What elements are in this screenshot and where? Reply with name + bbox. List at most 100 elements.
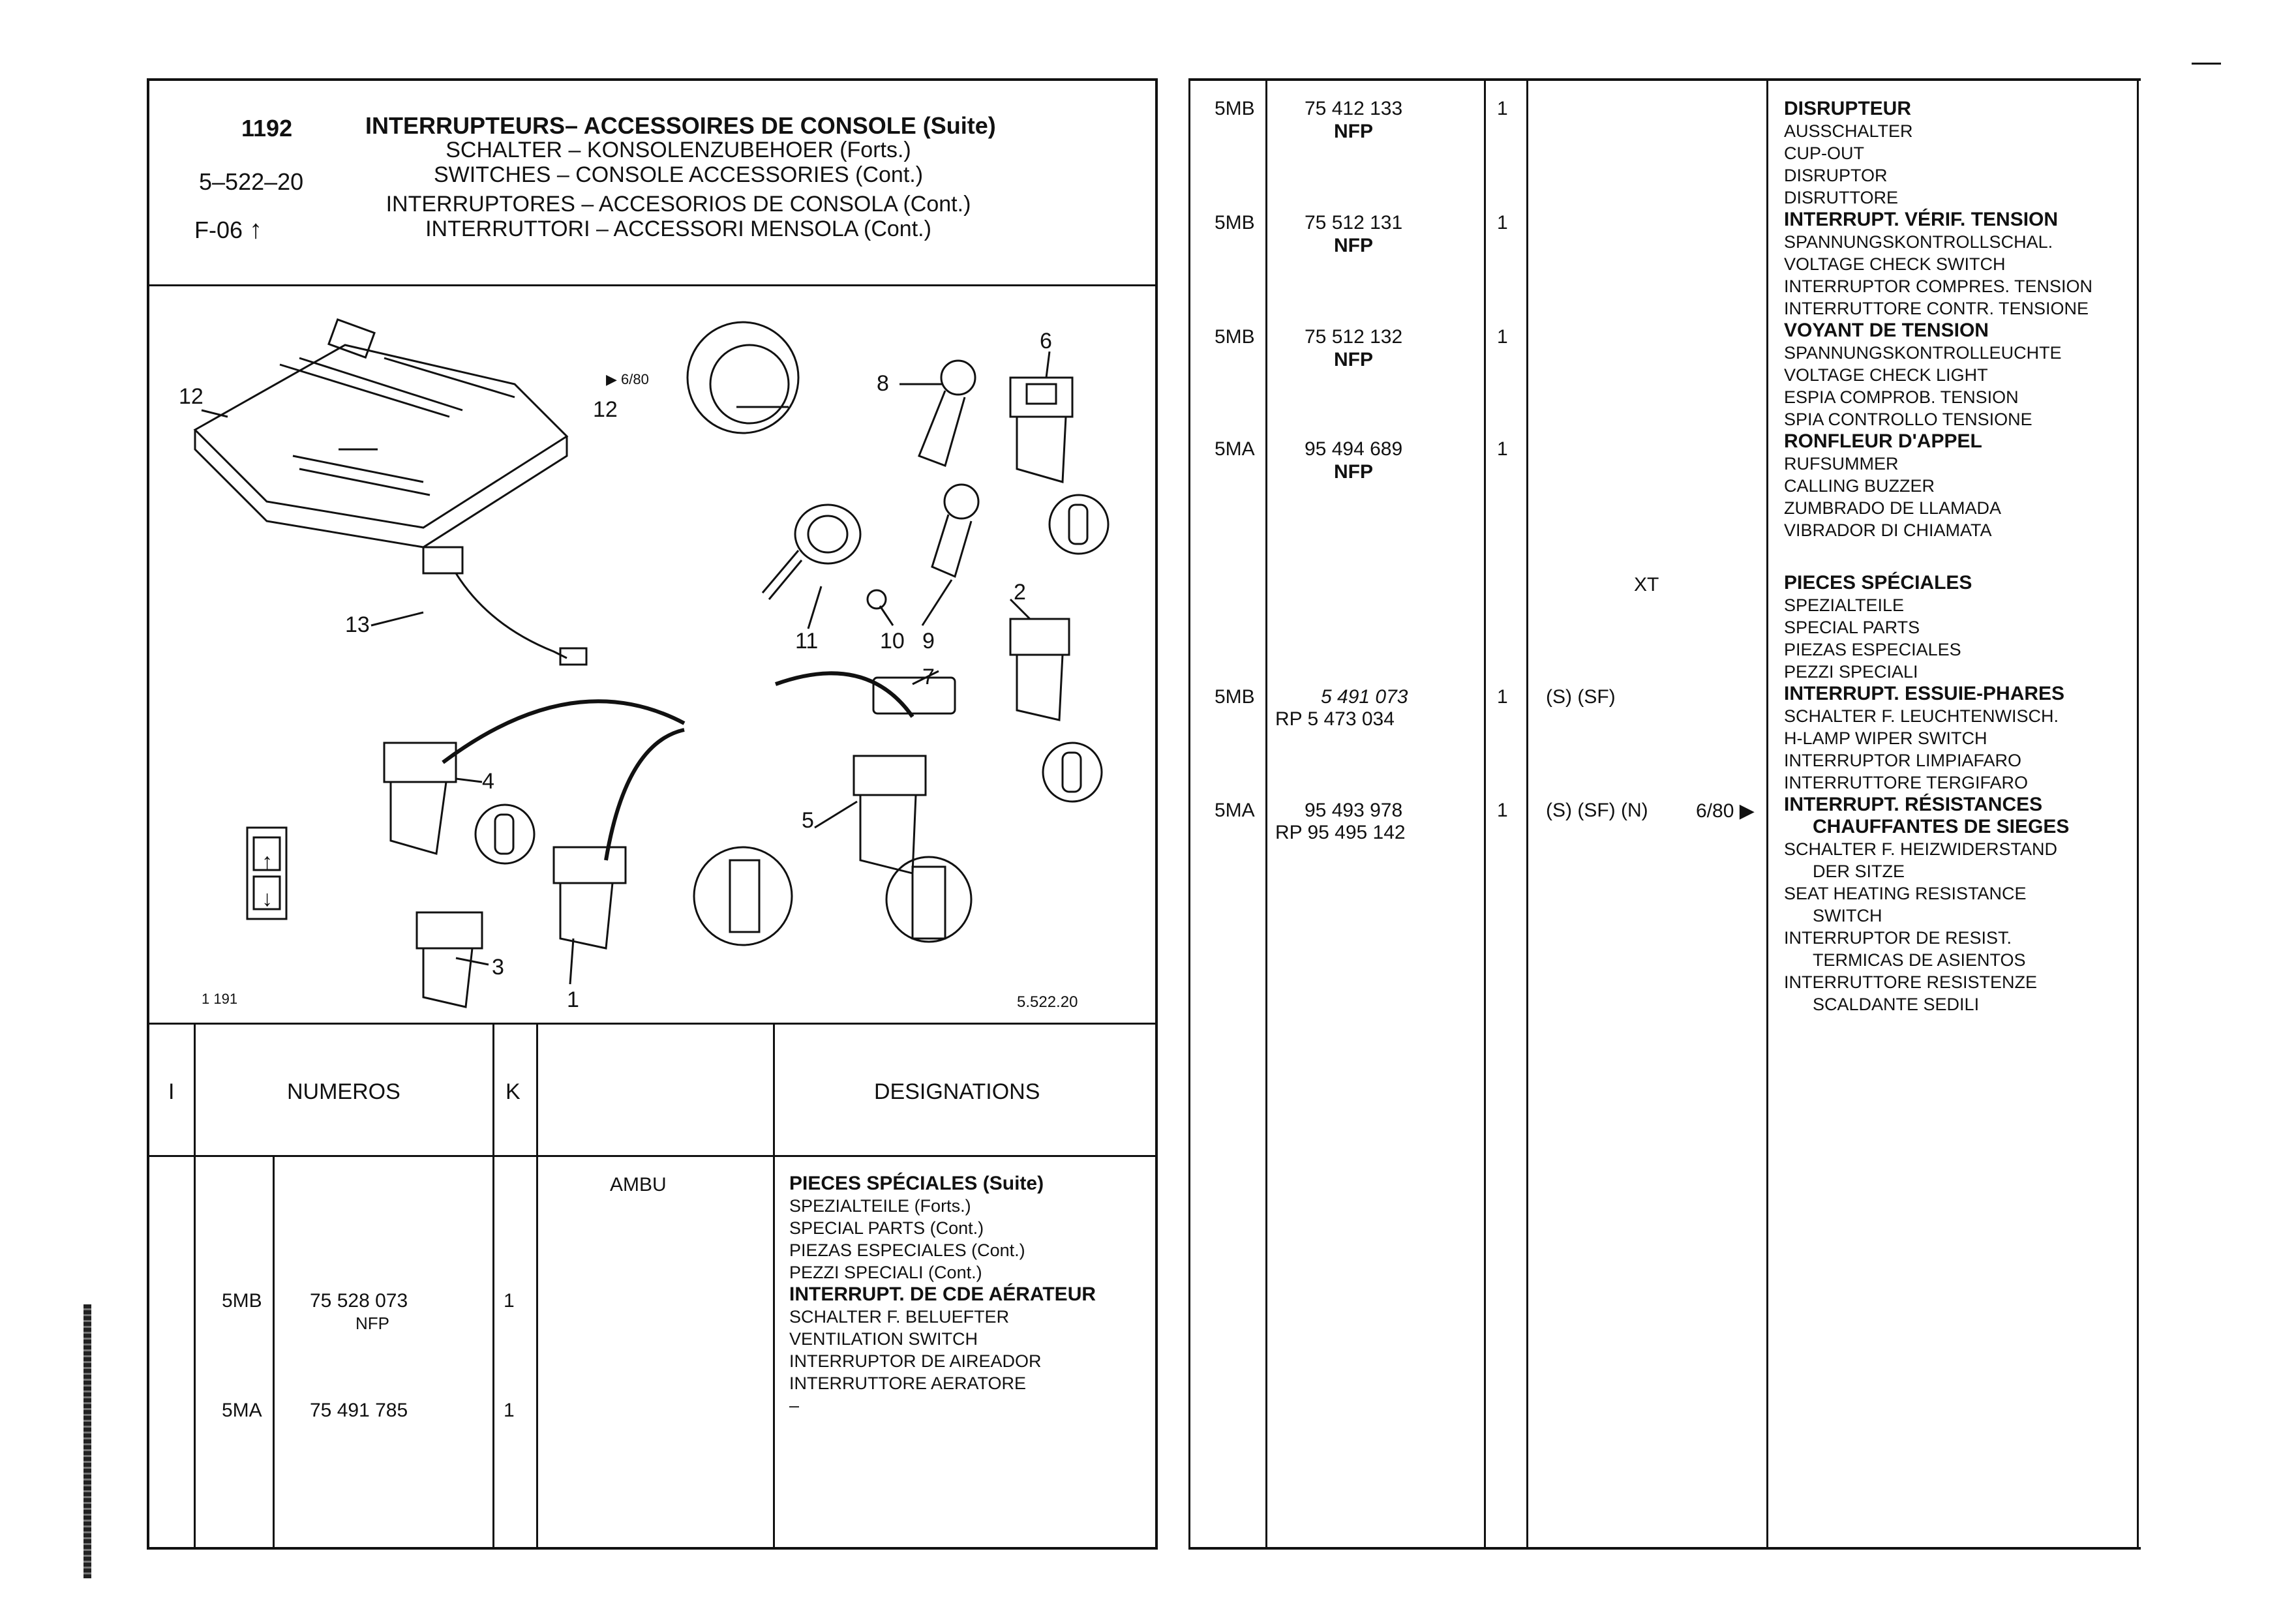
row-sub: NFP — [1334, 349, 1373, 370]
desc-line: – — [789, 1396, 800, 1415]
row-code: 5MA — [1215, 438, 1255, 460]
row-number: 75 491 785 — [310, 1400, 408, 1421]
desc-line: INTERRUPT. DE CDE AÉRATEUR — [789, 1284, 1096, 1305]
col-line-code — [273, 1155, 275, 1549]
desc-line: INTERRUTTORE CONTR. TENSIONE — [1784, 299, 2089, 318]
figure-code: F-06 — [194, 217, 243, 243]
round-cover-drawing — [686, 321, 800, 434]
frame-left — [147, 78, 149, 1549]
desc-line: RONFLEUR D'APPEL — [1784, 430, 1982, 452]
row-qty: 1 — [1497, 438, 1508, 460]
col-line-r1 — [1265, 78, 1267, 1549]
row-code: 5MB — [1215, 212, 1255, 233]
switch-3-drawing — [415, 911, 483, 1008]
frame-top-left — [147, 78, 1158, 81]
group-desc: PIECES SPÉCIALES (Suite) SPEZIALTEILE (F… — [789, 1173, 1044, 1284]
desc-line: INTERRUPTOR DE AIREADOR — [789, 1351, 1042, 1371]
frame-mid-left — [1155, 78, 1158, 1549]
row-qty: 1 — [1497, 800, 1508, 821]
row-code: 5MA — [1215, 800, 1255, 821]
row-sub: NFP — [355, 1314, 389, 1333]
desc-line: SPANNUNGSKONTROLLSCHAL. — [1784, 232, 2053, 252]
desc-line: DISRUPTOR — [1784, 166, 1888, 185]
row-desc: PIECES SPÉCIALES SPEZIALTEILE SPECIAL PA… — [1784, 572, 2069, 1015]
col-line-r4 — [1766, 78, 1768, 1549]
ref-right: 5.522.20 — [1017, 993, 1078, 1011]
frame-bottom-left — [147, 1547, 1158, 1550]
desc-line: PIEZAS ESPECIALES (Cont.) — [789, 1240, 1025, 1260]
desc-line: PEZZI SPECIALI (Cont.) — [789, 1263, 982, 1282]
title-fr: INTERRUPTEURS– ACCESSOIRES DE CONSOLE (S… — [365, 112, 996, 139]
row-qty: 1 — [504, 1290, 515, 1312]
col-line-r3 — [1526, 78, 1528, 1549]
callout-9: 9 — [922, 629, 935, 653]
cable-drawing — [422, 546, 588, 666]
desc-line: SPEZIALTEILE (Forts.) — [789, 1196, 971, 1216]
desc-line: VENTILATION SWITCH — [789, 1329, 978, 1349]
desc-line: CUP-OUT — [1784, 143, 1864, 163]
frame-top-right — [1188, 78, 2141, 81]
row-code: 5MB — [1215, 686, 1255, 708]
callout-7: 7 — [922, 665, 935, 689]
title-es: INTERRUPTORES – ACCESORIOS DE CONSOLA (C… — [385, 192, 971, 217]
figure-ref: F-06 ↑ — [194, 215, 262, 245]
row-desc: DISRUPTEUR AUSSCHALTER CUP-OUT DISRUPTOR… — [1784, 98, 2092, 541]
row-model: (S) (SF) — [1546, 686, 1616, 708]
row-model: (S) (SF) (N) — [1546, 800, 1648, 821]
arrow-up-icon: ↑ — [249, 215, 263, 244]
col-header-numeros: NUMEROS — [287, 1079, 400, 1104]
desc-line: SWITCH — [1813, 906, 1882, 925]
col-line-r2 — [1484, 78, 1486, 1549]
date-note: 6/80 ▶ — [1696, 800, 1755, 822]
row-sub: NFP — [1334, 121, 1373, 142]
date-note-illustration: ▶ 6/80 — [606, 371, 649, 387]
desc-line: SPEZIALTEILE — [1784, 595, 1905, 615]
desc-line: RUFSUMMER — [1784, 454, 1899, 473]
callout-3: 3 — [492, 955, 504, 980]
row-qty: 1 — [504, 1400, 515, 1421]
col-header-k: K — [506, 1079, 521, 1104]
arrow-down-icon: ↓ — [262, 886, 273, 911]
desc-line: CHAUFFANTES DE SIEGES — [1813, 816, 2070, 837]
desc-line: SCHALTER F. LEUCHTENWISCH. — [1784, 706, 2059, 726]
row-number: 95 494 689 — [1305, 438, 1403, 460]
desc-line: TERMICAS DE ASIENTOS — [1813, 950, 2026, 970]
desc-line: INTERRUPT. ESSUIE-PHARES — [1784, 683, 2065, 704]
callout-13: 13 — [345, 612, 370, 637]
row-qty: 1 — [1497, 686, 1508, 708]
row-number: 5 491 073 — [1321, 686, 1408, 708]
row-code: 5MB — [222, 1290, 262, 1312]
desc-line: INTERRUPTOR COMPRES. TENSION — [1784, 277, 2093, 296]
switch-1-drawing — [474, 804, 793, 950]
row-code: 5MB — [1215, 98, 1255, 119]
title-it: INTERRUTTORI – ACCESSORI MENSOLA (Cont.) — [425, 217, 931, 241]
desc-line: SEAT HEATING RESISTANCE — [1784, 884, 2027, 903]
switch-5-drawing — [853, 755, 973, 943]
col-line-i — [194, 1024, 196, 1549]
col-line-num — [492, 1024, 494, 1549]
row-sub: NFP — [1334, 461, 1373, 483]
desc-line: H-LAMP WIPER SWITCH — [1784, 728, 1987, 748]
desc-line: INTERRUTTORE AERATORE — [789, 1374, 1027, 1393]
col-header-i: I — [168, 1079, 175, 1104]
row-sub: RP 95 495 142 — [1275, 822, 1406, 843]
binding-strip — [83, 1304, 91, 1578]
callout-12a: 12 — [179, 384, 204, 409]
frame-right — [2137, 78, 2139, 1549]
desc-line: VOYANT DE TENSION — [1784, 320, 1989, 341]
callout-5: 5 — [802, 808, 814, 833]
row-number: 75 512 131 — [1305, 212, 1403, 233]
callout-12b: 12 — [593, 397, 618, 422]
desc-line: AUSSCHALTER — [1784, 121, 1913, 141]
title-de: SCHALTER – KONSOLENZUBEHOER (Forts.) — [446, 138, 911, 162]
title-divider — [147, 284, 1158, 286]
desc-line: INTERRUPTOR LIMPIAFARO — [1784, 751, 2022, 770]
row-sub: NFP — [1334, 235, 1373, 256]
callout-4: 4 — [482, 769, 494, 794]
row-number: 75 512 132 — [1305, 326, 1403, 348]
row-number: 95 493 978 — [1305, 800, 1403, 821]
row-number: 75 528 073 — [310, 1290, 408, 1312]
switch-4-drawing — [246, 742, 457, 920]
page-number: 1192 — [241, 115, 293, 142]
col-line-model — [773, 1024, 775, 1549]
